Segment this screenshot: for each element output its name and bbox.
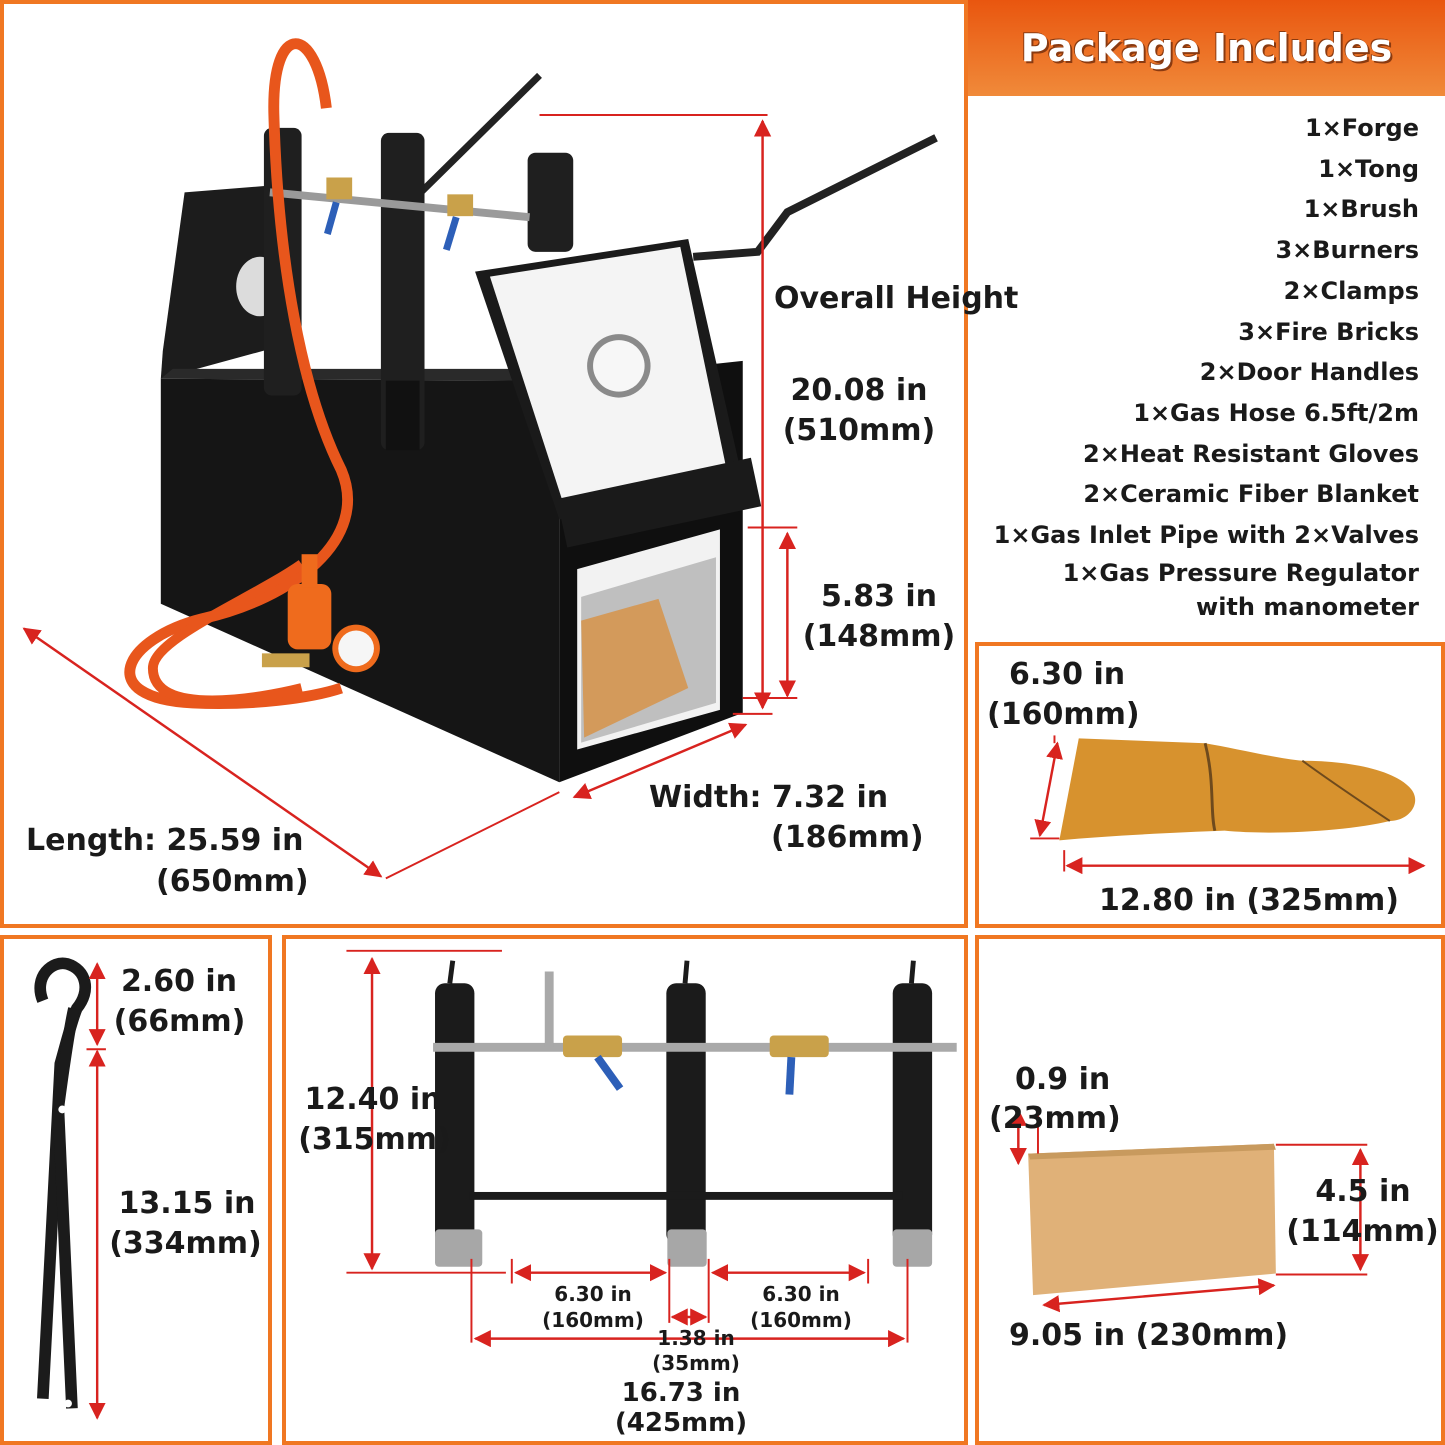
burners-panel: 12.40 in (315mm) 6.30 in (160mm) 6.30 in… xyxy=(282,935,968,1445)
package-title: Package Includes xyxy=(1020,26,1393,70)
package-item: 1×Gas Pressure Regulator xyxy=(1062,558,1419,587)
width-label: Width: 7.32 in xyxy=(649,780,889,816)
brick-thick-mm: (23mm) xyxy=(989,1101,1121,1136)
brick-height-in: 4.5 in xyxy=(1315,1174,1411,1209)
width-prefix: Width: xyxy=(649,780,762,815)
brick-height-mm: (114mm) xyxy=(1286,1214,1439,1249)
glove-height-in: 6.30 in xyxy=(1009,657,1126,692)
tong-jaw-in: 2.60 in xyxy=(120,964,238,999)
opening-value-in: 5.83 in xyxy=(820,579,938,614)
length-value-mm: (650mm) xyxy=(156,864,309,899)
brick-panel: 0.9 in (23mm) 4.5 in (114mm) 9.05 in (23… xyxy=(975,935,1445,1445)
burner-tube-middle xyxy=(666,983,706,1245)
package-item: 1×Gas Hose 6.5ft/2m xyxy=(1133,398,1419,427)
brick-length: 9.05 in (230mm) xyxy=(1009,1318,1289,1353)
height-value-mm: (510mm) xyxy=(782,413,936,448)
manometer xyxy=(338,630,374,667)
burners-illustration xyxy=(346,949,957,1348)
burner-tube-right xyxy=(892,983,933,1245)
tong-panel: 2.60 in (66mm) 13.15 in (334mm) xyxy=(0,935,272,1445)
package-header: Package Includes xyxy=(968,0,1445,96)
package-item: 2×Clamps xyxy=(1283,276,1419,305)
tong-jaw-mm: (66mm) xyxy=(113,1004,246,1039)
burner-total-mm: (425mm) xyxy=(614,1408,748,1438)
height-value-in: 20.08 in xyxy=(790,373,928,408)
fire-brick-inside xyxy=(581,598,689,738)
burner-middle xyxy=(380,132,425,451)
tong-handle-in: 13.15 in xyxy=(118,1186,256,1221)
package-item: 3×Fire Bricks xyxy=(1238,317,1419,346)
burner-spacing2-mm: (160mm) xyxy=(750,1308,852,1332)
package-item: 1×Forge xyxy=(1304,114,1419,142)
height-label: Overall Height xyxy=(774,281,1019,316)
package-list: 1×Forge 1×Tong 1×Brush 3×Burners 2×Clamp… xyxy=(975,108,1419,624)
width-value-mm: (186mm) xyxy=(771,820,924,855)
package-item: 1×Brush xyxy=(1303,195,1419,224)
length-prefix: Length: xyxy=(26,823,156,858)
brick-illustration xyxy=(1009,1106,1369,1313)
opening-value-mm: (148mm) xyxy=(802,619,956,654)
burner-height-in: 12.40 in xyxy=(304,1082,442,1117)
burner-tube-in: 1.38 in xyxy=(657,1326,735,1350)
forge-illustration xyxy=(22,38,938,880)
burner-right xyxy=(527,152,574,252)
valve-right xyxy=(769,1035,829,1058)
glove-panel: 6.30 in (160mm) 12.80 in (325mm) xyxy=(975,642,1445,928)
package-item: 1×Tong xyxy=(1318,154,1419,183)
burner-spacing1-mm: (160mm) xyxy=(542,1308,644,1332)
forge-panel: Overall Height 20.08 in (510mm) 5.83 in … xyxy=(0,0,1019,928)
package-item: 3×Burners xyxy=(1275,236,1419,265)
tong-handle-mm: (334mm) xyxy=(109,1226,262,1261)
rear-door xyxy=(160,185,272,379)
burner-tube-mm: (35mm) xyxy=(652,1351,740,1375)
glove-illustration xyxy=(1030,735,1426,875)
burner-height-mm: (315mm) xyxy=(298,1122,451,1157)
package-item: 2×Ceramic Fiber Blanket xyxy=(1083,480,1419,509)
gas-regulator xyxy=(287,583,332,650)
glove xyxy=(1059,738,1416,841)
length-value-in: 25.59 in xyxy=(166,823,304,858)
burner-spacing2-in: 6.30 in xyxy=(762,1282,840,1306)
burner-spacing1-in: 6.30 in xyxy=(554,1282,632,1306)
package-item: 2×Heat Resistant Gloves xyxy=(1083,439,1419,468)
glove-length: 12.80 in (325mm) xyxy=(1099,883,1399,918)
fire-brick xyxy=(1028,1143,1276,1296)
package-item: with manometer xyxy=(1196,592,1419,621)
length-label: Length: 25.59 in xyxy=(26,823,304,859)
brick-thick-in: 0.9 in xyxy=(1015,1062,1111,1097)
burner-total-in: 16.73 in xyxy=(621,1378,741,1408)
valve-left xyxy=(562,1035,623,1058)
package-item: 1×Gas Inlet Pipe with 2×Valves xyxy=(993,521,1419,550)
package-item: 2×Door Handles xyxy=(1199,358,1419,387)
burner-crossbar xyxy=(469,1191,903,1200)
width-value-in: 7.32 in xyxy=(772,780,889,815)
tong-illustration xyxy=(34,957,106,1420)
glove-height-mm: (160mm) xyxy=(987,697,1140,732)
forge-body xyxy=(160,378,560,783)
